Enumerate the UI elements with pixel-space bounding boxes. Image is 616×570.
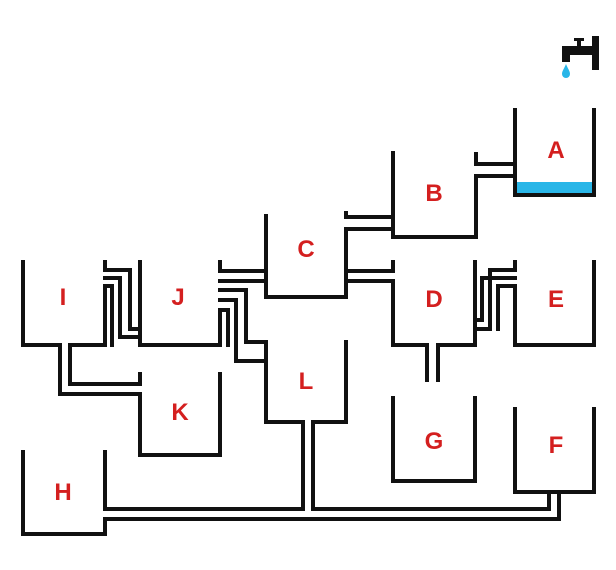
tank-c-walls <box>264 214 348 299</box>
tank-d-label: D <box>425 286 442 313</box>
tank-k-walls <box>138 372 222 457</box>
tank-k-label: K <box>171 399 189 426</box>
tank-i-walls-right <box>68 284 142 386</box>
pipe-b-c <box>344 211 395 273</box>
tank-l-walls <box>103 351 305 511</box>
tank-g-walls <box>391 396 477 483</box>
tank-f-walls <box>513 407 596 494</box>
tank-e-walls <box>513 260 596 347</box>
tank-j-walls <box>138 260 222 347</box>
tank-f-label: F <box>549 432 564 459</box>
pipe-j-l-outer <box>218 308 230 347</box>
tank-d-walls-right <box>436 260 477 382</box>
pipe-c-j <box>218 260 268 283</box>
tank-b-label: B <box>425 180 442 207</box>
pipe-f-h <box>103 340 561 521</box>
faucet-icon <box>562 36 599 70</box>
tank-i-walls <box>21 260 142 396</box>
pipe-d-e-inner <box>496 284 517 331</box>
tank-l-label: L <box>299 368 314 395</box>
pipe-j-l <box>218 288 268 363</box>
water-drop-icon <box>562 64 570 78</box>
tank-e-label: E <box>548 286 564 313</box>
tank-g-label: G <box>425 428 444 455</box>
tank-d-walls <box>391 279 429 382</box>
pipe-a-b <box>474 152 517 239</box>
tank-h-walls <box>21 450 107 536</box>
tank-a-label: A <box>547 137 564 164</box>
tank-j-label: J <box>171 284 184 311</box>
tank-c-label: C <box>297 236 314 263</box>
tank-i-label: I <box>60 284 67 311</box>
tank-a-walls <box>513 108 596 197</box>
pipe-d-e <box>473 260 517 331</box>
tank-a-water <box>515 182 594 195</box>
tank-h-label: H <box>54 479 71 506</box>
pipe-c-d <box>344 260 395 283</box>
pipe-i-j <box>103 260 142 347</box>
